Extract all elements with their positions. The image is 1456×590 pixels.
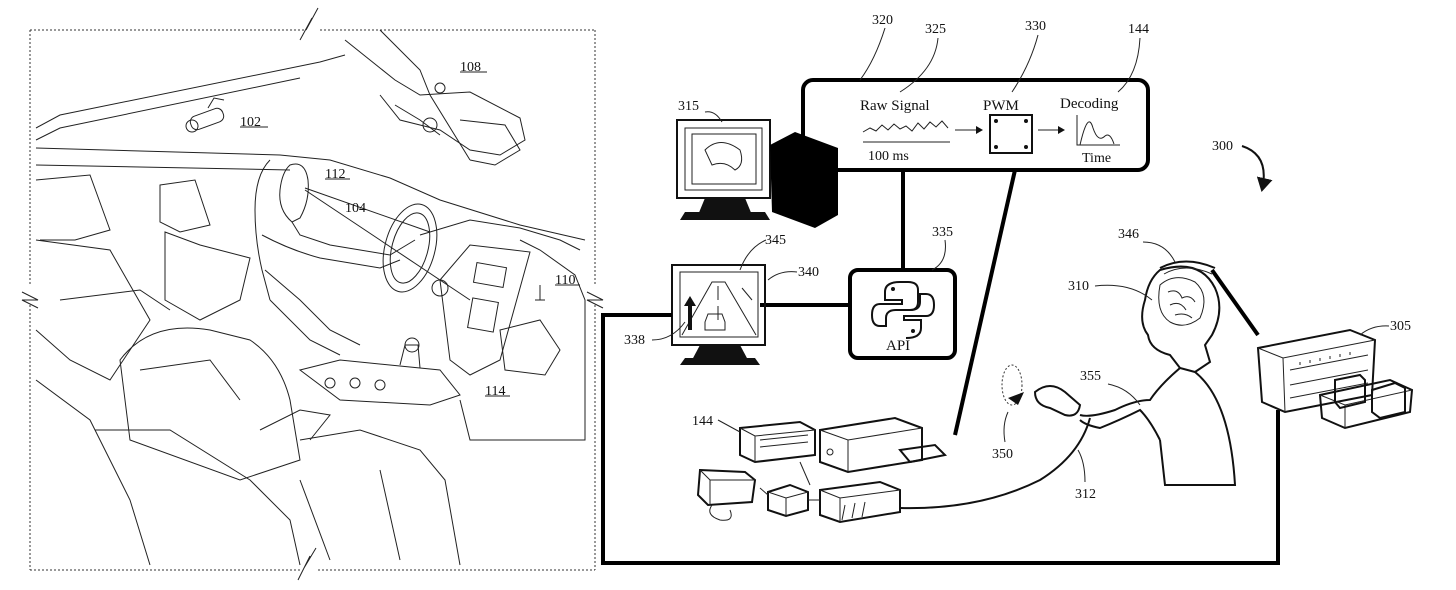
- user-figure: [1033, 265, 1237, 486]
- bci-system-figure: 300 320 325 330 144 Raw Signal 100 ms PW…: [601, 13, 1414, 565]
- pwm-chip-icon: [989, 114, 1033, 154]
- driving-display-icon: [671, 264, 766, 365]
- workstation-monitor-icon: [676, 119, 771, 220]
- ref-345: 345: [765, 233, 786, 248]
- ref-355: 355: [1080, 369, 1101, 384]
- api-label: API: [886, 338, 910, 354]
- eeg-headset-icon: [1159, 260, 1216, 269]
- ref-340: 340: [798, 265, 819, 280]
- decoding-time-label: Time: [1082, 151, 1111, 166]
- raw-signal-waveform: [862, 120, 949, 133]
- signal-amplifier-equipment: [696, 416, 948, 524]
- ref-346: 346: [1118, 227, 1139, 242]
- ref-102: 102: [240, 115, 261, 130]
- vehicle-interior-figure: 102 108 110 114 112 104: [21, 7, 604, 581]
- camera-icon: [185, 97, 225, 133]
- eeg-amplifier-rack-icon: [1256, 328, 1414, 430]
- ref-300: 300: [1212, 139, 1233, 154]
- processing-pipeline-box: [801, 78, 1150, 172]
- ref-112: 112: [325, 167, 345, 182]
- ref-315: 315: [678, 99, 699, 114]
- ref-335: 335: [932, 225, 953, 240]
- ref-110: 110: [555, 273, 575, 288]
- raw-signal-duration: 100 ms: [868, 149, 909, 164]
- decoding-plot-icon: [1076, 115, 1120, 146]
- api-box: [848, 268, 957, 360]
- ref-144-equipment: 144: [692, 414, 713, 429]
- target-object-icon: [1001, 364, 1023, 406]
- ref-114: 114: [485, 384, 505, 399]
- ref-325: 325: [925, 22, 946, 37]
- ref-338: 338: [624, 333, 645, 348]
- ref-312: 312: [1075, 487, 1096, 502]
- ref-330: 330: [1025, 19, 1046, 34]
- decoding-label: Decoding: [1060, 96, 1119, 112]
- driver-figure: [254, 159, 416, 356]
- ref-144-pipeline: 144: [1128, 22, 1149, 37]
- python-logo-icon: [870, 281, 936, 339]
- ref-320: 320: [872, 13, 893, 28]
- raw-signal-label: Raw Signal: [860, 98, 930, 114]
- ref-108: 108: [460, 60, 481, 75]
- pwm-label: PWM: [983, 98, 1019, 114]
- ref-104: 104: [345, 201, 366, 216]
- computer-tower-icon: [770, 132, 838, 228]
- ref-350: 350: [992, 447, 1013, 462]
- ref-310: 310: [1068, 279, 1089, 294]
- ref-305: 305: [1390, 319, 1411, 334]
